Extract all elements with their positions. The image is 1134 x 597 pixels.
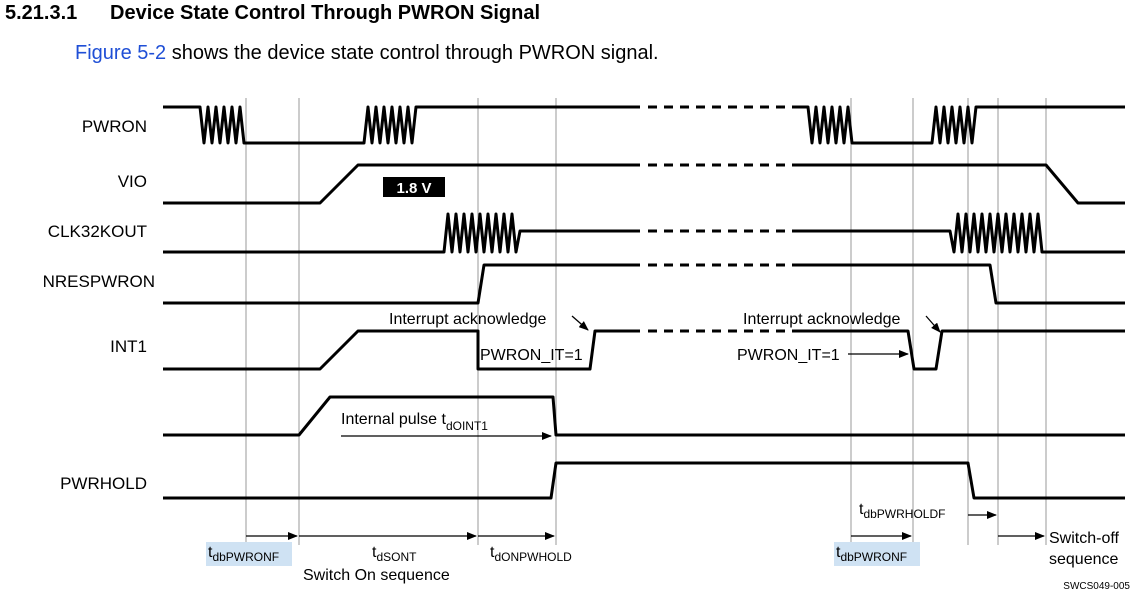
t-dsont-label: tdSONT bbox=[372, 544, 417, 564]
pwron-it-label-1: PWRON_IT=1 bbox=[480, 347, 583, 364]
figure-link[interactable]: Figure 5-2 bbox=[75, 42, 167, 64]
vio-level-badge bbox=[383, 177, 445, 197]
clk32kout-waveform bbox=[163, 212, 1125, 254]
intro-text: shows the device state control through P… bbox=[166, 42, 659, 64]
internal-pulse-label: Internal pulse tdOINT1 bbox=[341, 411, 488, 433]
section-heading: 5.21.3.1 Device State Control Through PWR… bbox=[5, 2, 540, 25]
t-db-pwronf-label-2: tdbPWRONF bbox=[836, 544, 907, 564]
pwron-it-label-2: PWRON_IT=1 bbox=[737, 347, 840, 364]
signal-label-pwrhold: PWRHOLD bbox=[60, 474, 147, 493]
signal-label-nrespwron: NRESPWRON bbox=[43, 272, 155, 291]
pwrhold-waveform bbox=[163, 461, 1125, 500]
signal-label-vio: VIO bbox=[118, 172, 147, 191]
figure-code: SWCS049-005 bbox=[1063, 581, 1130, 592]
t-donpwhold-label: tdONPWHOLD bbox=[490, 544, 572, 564]
section-number: 5.21.3.1 bbox=[5, 2, 78, 24]
interrupt-ack-arrow-1 bbox=[571, 315, 589, 331]
interrupt-ack-label-1: Interrupt acknowledge bbox=[389, 311, 547, 328]
t-db-pwronf-highlight-1 bbox=[206, 542, 292, 566]
signal-label-int1: INT1 bbox=[110, 337, 147, 356]
section-title: Device State Control Through PWRON Signa… bbox=[110, 2, 541, 24]
pwron-waveform bbox=[163, 105, 1125, 145]
internal-pulse-waveform bbox=[163, 395, 1125, 437]
t-db-pwronf-highlight-2 bbox=[834, 542, 920, 566]
vio-waveform bbox=[163, 163, 1125, 205]
interrupt-ack-arrow-2 bbox=[925, 315, 941, 333]
intro-paragraph: Figure 5-2 shows the device state contro… bbox=[75, 42, 659, 65]
signal-label-pwron: PWRON bbox=[82, 117, 147, 136]
switch-off-label-line1: Switch-off bbox=[1049, 530, 1120, 547]
t-db-pwronf-label-1: tdbPWRONF bbox=[208, 544, 279, 564]
int1-waveform bbox=[163, 329, 1125, 371]
switch-on-label: Switch On sequence bbox=[303, 567, 450, 584]
switch-off-label-line2: sequence bbox=[1049, 551, 1118, 568]
interrupt-ack-label-2: Interrupt acknowledge bbox=[743, 311, 901, 328]
signal-label-clk32kout: CLK32KOUT bbox=[48, 222, 147, 241]
t-db-pwrholdf-label: tdbPWRHOLDF bbox=[859, 501, 945, 521]
vio-level-text: 1.8 V bbox=[396, 180, 431, 197]
nrespwron-waveform bbox=[163, 263, 1125, 305]
